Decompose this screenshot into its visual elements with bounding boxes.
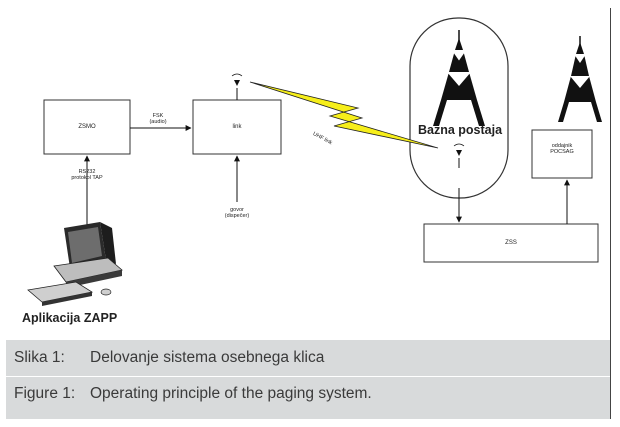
- oddajnik-label-text: oddajnik POCSAG: [550, 143, 574, 155]
- bazna-tower-icon: [433, 30, 485, 126]
- zss-label: ZSS: [505, 240, 517, 246]
- uhf-lightning-icon: [249, 81, 439, 149]
- caption-english-key: Figure 1:: [14, 385, 76, 402]
- caption-slovene-key: Slika 1:: [14, 349, 65, 366]
- link-antenna-icon: [231, 73, 243, 100]
- rs232-label-text: RS232 protokol TAP: [71, 169, 103, 181]
- oddajnik-box: [531, 129, 593, 179]
- figure-frame: [6, 8, 611, 419]
- caption-area: Slika 1: Delovanje sistema osebnega klica…: [6, 340, 610, 419]
- aplikacija-zapp-label: Aplikacija ZAPP: [22, 311, 118, 325]
- diagram-canvas: [27, 17, 602, 306]
- computer-icon: [27, 222, 123, 306]
- rs232-label: RS232 protokol TAP: [54, 169, 120, 182]
- caption-english-text: Operating principle of the paging system…: [90, 385, 372, 402]
- link-box: [192, 99, 282, 155]
- oddajnik-label: oddajnik POCSAG: [532, 143, 592, 156]
- fsk-label-text: FSK (audio): [149, 113, 167, 125]
- caption-slovene-text: Delovanje sistema osebnega klica: [90, 349, 325, 366]
- zss-box: [423, 223, 599, 263]
- zsmo-label: ZSMO: [78, 124, 96, 130]
- caption-english: Figure 1: Operating principle of the pagi…: [14, 385, 372, 403]
- caption-divider: [6, 376, 610, 377]
- link-label: link: [232, 124, 242, 130]
- oddajnik-tower-icon: [558, 36, 602, 122]
- caption-slovene: Slika 1: Delovanje sistema osebnega klica: [14, 349, 324, 367]
- zsmo-box: [43, 99, 131, 155]
- paging-system-diagram: ZSMO FSK (audio) link RS232 protokol TAP…: [22, 17, 602, 325]
- bazna-antenna-icon: [453, 143, 465, 168]
- govor-label: govor (dispečer): [212, 207, 262, 220]
- fsk-label: FSK (audio): [136, 113, 180, 126]
- govor-label-text: govor (dispečer): [224, 207, 250, 219]
- bazna-postaja-label: Bazna postaja: [417, 123, 503, 137]
